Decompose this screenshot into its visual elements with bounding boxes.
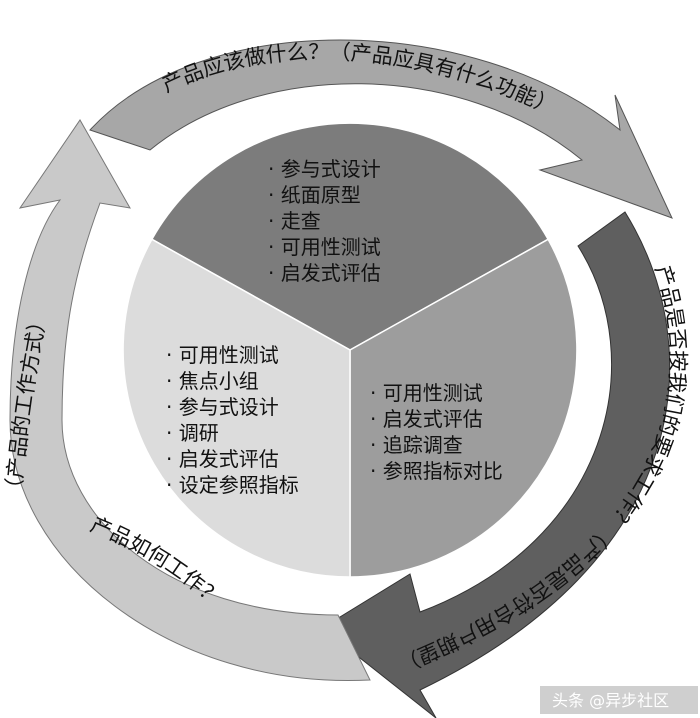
- sector-left-item-1: · 焦点小组: [166, 369, 259, 393]
- sector-left-item-4: · 启发式评估: [166, 447, 279, 471]
- sector-top-item-4: · 启发式评估: [268, 261, 381, 285]
- sector-left-item-2: · 参与式设计: [166, 395, 279, 419]
- sector-left-item-3: · 调研: [166, 421, 219, 445]
- sector-left-item-0: · 可用性测试: [166, 343, 279, 367]
- sector-left-item-5: · 设定参照指标: [166, 473, 299, 497]
- watermark-text: 头条 @异步社区: [552, 691, 669, 710]
- sector-top-item-0: · 参与式设计: [268, 157, 381, 181]
- sector-top-item-2: · 走查: [268, 209, 321, 233]
- arrow-left-band: [9, 119, 371, 682]
- sector-right-item-3: · 参照指标对比: [370, 459, 503, 483]
- watermark-backdrop: [540, 686, 698, 714]
- sector-right-item-2: · 追踪调查: [370, 433, 463, 457]
- sector-left-list: · 可用性测试· 焦点小组· 参与式设计· 调研· 启发式评估· 设定参照指标: [166, 343, 299, 497]
- arrow-right-band: [321, 211, 671, 718]
- sector-top: [150, 122, 550, 351]
- arrow-top-band: [89, 39, 673, 219]
- sector-top-list: · 参与式设计· 纸面原型· 走查· 可用性测试· 启发式评估: [268, 157, 381, 285]
- sector-left: [122, 238, 351, 578]
- sector-right-list: · 可用性测试· 启发式评估· 追踪调查· 参照指标对比: [370, 381, 503, 483]
- sector-right: [349, 238, 578, 578]
- sector-right-item-1: · 启发式评估: [370, 407, 483, 431]
- sector-right-item-0: · 可用性测试: [370, 381, 483, 405]
- sector-top-item-1: · 纸面原型: [268, 183, 361, 207]
- sector-top-item-3: · 可用性测试: [268, 235, 381, 259]
